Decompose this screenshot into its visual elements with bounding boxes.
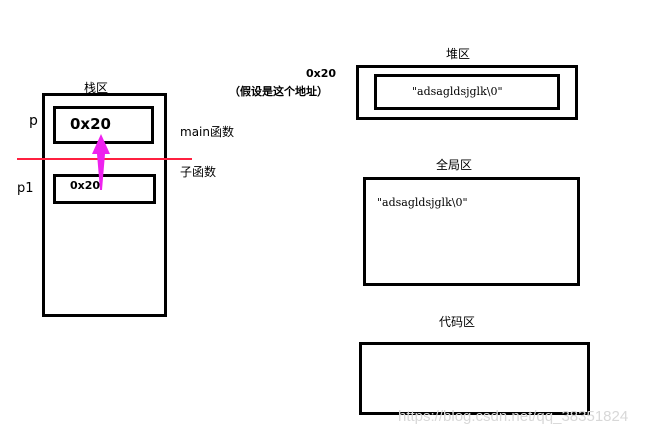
heap-region [356,65,578,120]
global-region [363,177,580,286]
global-string-value: "adsagldsjglk\0" [377,196,468,209]
p-value: 0x20 [70,115,111,133]
p1-variable-box [53,174,156,204]
heap-title: 堆区 [446,47,471,61]
code-title: 代码区 [439,315,476,329]
p-label: p [29,113,38,129]
address-note: （假设是这个地址） [229,85,328,98]
pointer-arrow-icon [92,134,110,190]
heap-string-box [374,74,560,110]
p1-label: p1 [17,181,34,196]
stack-region [42,93,167,317]
p1-value: 0x20 [70,179,101,192]
heap-string-value: "adsagldsjglk\0" [412,85,503,98]
code-region [359,342,590,415]
heap-address: 0x20 [306,67,337,80]
stack-title: 栈区 [84,81,109,95]
watermark: https://blog.csdn.net/qq_38351824 [398,408,629,425]
sub-function-label: 子函数 [180,165,217,179]
main-function-label: main函数 [180,125,234,139]
global-title: 全局区 [436,158,473,172]
